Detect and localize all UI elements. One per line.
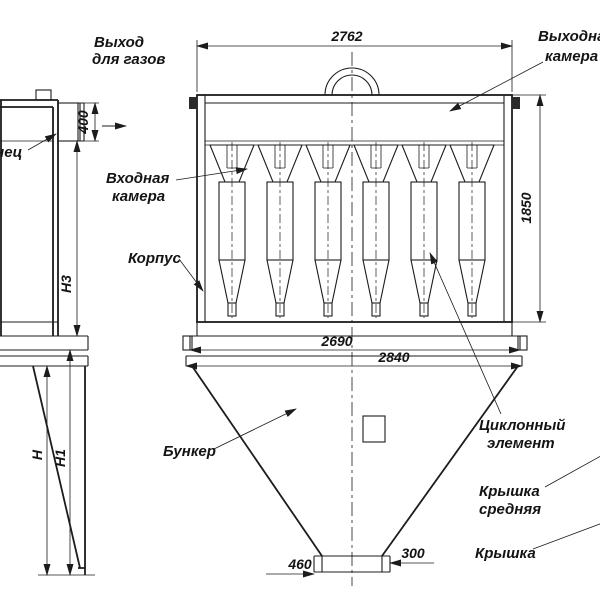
- side-hopper: [32, 365, 86, 575]
- housing-outline: [196, 94, 513, 323]
- label-outlet-chamber-line2: камера: [545, 48, 598, 65]
- label-gas-outlet-line1: Выход: [94, 34, 144, 51]
- cyclone-element-5: [401, 141, 447, 319]
- dim-460: 460: [287, 556, 312, 572]
- side-lifting-lug: [35, 89, 52, 101]
- corner-lug-left: [189, 97, 197, 109]
- leader-outlet-chamber: [449, 61, 544, 112]
- text-labels: Выход для газов Выходная камера Фланец В…: [0, 28, 600, 562]
- label-flange: Фланец: [0, 144, 22, 161]
- lifting-eye: [324, 67, 380, 96]
- hopper: [191, 365, 519, 573]
- label-inlet-chamber-line1: Входная: [106, 170, 169, 187]
- dimension-h: Н: [29, 365, 51, 576]
- front-view: [182, 52, 528, 586]
- dimension-housing-height: 1850: [512, 94, 546, 323]
- label-cover-middle-line2: средняя: [479, 501, 541, 518]
- dim-300: 300: [401, 545, 425, 561]
- dimension-outlet-left: 460: [266, 556, 315, 578]
- cyclone-element-1: [209, 141, 255, 319]
- side-view: [0, 89, 89, 575]
- dim-2690: 2690: [320, 333, 352, 349]
- leader-bunker: [213, 408, 297, 450]
- dim-2840: 2840: [377, 349, 409, 365]
- leader-lines: [27, 61, 600, 550]
- leader-cyclone-element: [429, 252, 502, 415]
- leader-inlet-chamber: [175, 167, 248, 181]
- cyclone-element-4: [353, 141, 399, 319]
- label-cyclone-element-line1: Циклонный: [479, 417, 565, 434]
- hopper-access-plate: [362, 415, 386, 443]
- label-cyclone-element-line2: элемент: [487, 435, 555, 452]
- cyclone-element-2: [257, 141, 303, 319]
- leader-housing: [178, 258, 204, 292]
- dim-h3: Н3: [58, 275, 74, 293]
- label-cover: Крышка: [475, 545, 536, 562]
- dim-h: Н: [29, 449, 45, 460]
- cyclone-element-3: [305, 141, 351, 319]
- dimension-outlet-duct-height: 400: [75, 102, 99, 142]
- dimension-h3: Н3: [58, 140, 81, 337]
- outlet-duct: [57, 102, 85, 142]
- leader-cover-middle: [544, 455, 600, 488]
- chamber-divider: [205, 140, 504, 146]
- leader-flange: [27, 133, 57, 151]
- dim-h1: Н1: [52, 449, 68, 467]
- dimension-overall-width: 2762: [196, 28, 513, 92]
- label-inlet-chamber-line2: камера: [112, 188, 165, 205]
- label-housing: Корпус: [128, 250, 181, 267]
- side-body-top: [0, 99, 58, 108]
- side-flange-band: [0, 335, 89, 367]
- dimension-outlet-width: 300: [389, 545, 434, 567]
- dimension-flange-outer-width: 2840: [185, 349, 523, 370]
- dimension-h1: Н1: [38, 349, 95, 576]
- dim-400: 400: [75, 110, 91, 135]
- label-bunker: Бункер: [163, 443, 216, 460]
- label-cover-middle-line1: Крышка: [479, 483, 540, 500]
- leader-cover: [532, 523, 600, 550]
- dim-1850: 1850: [518, 192, 534, 223]
- label-outlet-chamber-line1: Выходная: [538, 28, 600, 45]
- dim-2762: 2762: [330, 28, 362, 44]
- cyclone-element-6: [449, 141, 495, 319]
- dimension-flange-width: 2690: [189, 333, 521, 354]
- label-gas-outlet-line2: для газов: [92, 51, 165, 68]
- corner-lug-right: [512, 97, 520, 109]
- bottom-flange: [182, 322, 528, 366]
